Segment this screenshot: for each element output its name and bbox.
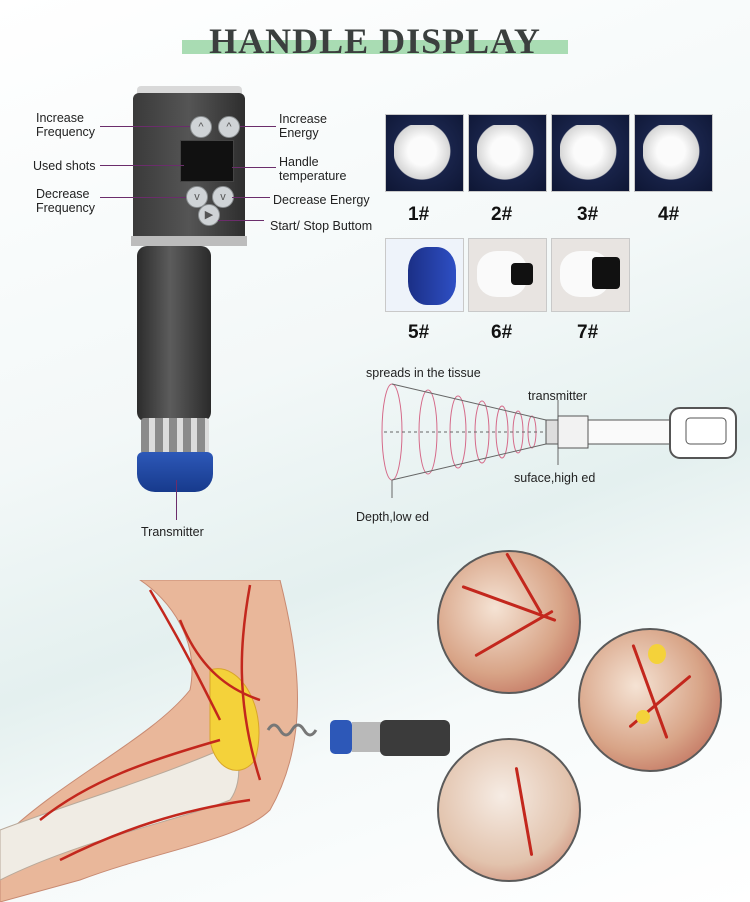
head-number-3: 3# <box>577 204 599 225</box>
head-black-tip <box>592 257 620 289</box>
page-title: HANDLE DISPLAY <box>209 21 541 61</box>
artery <box>474 609 554 658</box>
head-number-5: 5# <box>408 322 430 343</box>
label-handle-temperature: Handle temperature <box>279 155 347 183</box>
label-used-shots: Used shots <box>33 159 96 173</box>
label-wave-transmitter: transmitter <box>528 389 588 403</box>
wave-ring <box>418 389 438 475</box>
handle-screen <box>180 140 234 182</box>
head-bulb <box>643 125 705 183</box>
title-underline-bar <box>182 40 568 54</box>
head-number-1: 1# <box>408 204 430 225</box>
leader-line <box>232 167 276 168</box>
head-image-1 <box>385 114 464 192</box>
anatomy-circle-right <box>578 628 722 772</box>
head-number-2: 2# <box>491 204 513 225</box>
head-image-7 <box>551 238 630 312</box>
leader-line <box>176 480 177 520</box>
wave-diagram <box>381 383 737 498</box>
start-stop-button[interactable]: ▶ <box>198 204 220 226</box>
increase-frequency-button[interactable]: ^ <box>190 116 212 138</box>
transmitter-cap <box>137 452 213 492</box>
head-blue-cap <box>408 247 456 305</box>
wave-transmitter-device <box>545 407 737 459</box>
head-number-6: 6# <box>491 322 513 343</box>
label-spreads-in-tissue: spreads in the tissue <box>366 366 481 380</box>
label-decrease-frequency: Decrease Frequency <box>36 187 96 215</box>
decrease-frequency-button[interactable]: v <box>186 186 208 208</box>
calcification <box>636 710 650 724</box>
head-bulb <box>477 125 539 183</box>
head-image-4 <box>634 114 713 192</box>
leader-line <box>100 165 184 166</box>
leader-line <box>100 126 190 127</box>
head-image-3 <box>551 114 630 192</box>
calcification <box>648 644 666 664</box>
label-transmitter: Transmitter <box>141 525 204 539</box>
label-decrease-energy: Decrease Energy <box>273 193 370 207</box>
leader-line <box>232 197 270 198</box>
head-image-5 <box>385 238 464 312</box>
label-depth-low-ed: Depth,low ed <box>356 510 429 524</box>
handle-grip <box>137 246 211 422</box>
leader-line <box>100 197 186 198</box>
label-surface-high-ed: suface,high ed <box>514 471 596 485</box>
head-number-4: 4# <box>658 204 680 225</box>
handle-metal-ring <box>141 418 209 454</box>
head-image-6 <box>468 238 547 312</box>
increase-energy-button[interactable]: ^ <box>218 116 240 138</box>
head-bulb <box>560 125 622 183</box>
head-image-2 <box>468 114 547 192</box>
decrease-energy-button[interactable]: v <box>212 186 234 208</box>
leader-line <box>240 126 276 127</box>
anatomy-circle-top <box>437 550 581 694</box>
elbow-anatomy <box>0 580 450 902</box>
leader-line <box>218 220 264 221</box>
label-start-stop: Start/ Stop Buttom <box>270 219 373 233</box>
device-on-elbow <box>266 720 450 756</box>
anatomy-circle-bottom <box>437 738 581 882</box>
head-bulb <box>394 125 456 183</box>
label-increase-frequency: Increase Frequency <box>36 111 96 139</box>
wave-ring <box>495 405 509 459</box>
artery <box>514 766 534 857</box>
head-black-tip <box>511 263 533 285</box>
handle-collar <box>131 236 247 246</box>
head-number-7: 7# <box>577 322 599 343</box>
label-increase-energy: Increase Energy <box>279 112 327 140</box>
